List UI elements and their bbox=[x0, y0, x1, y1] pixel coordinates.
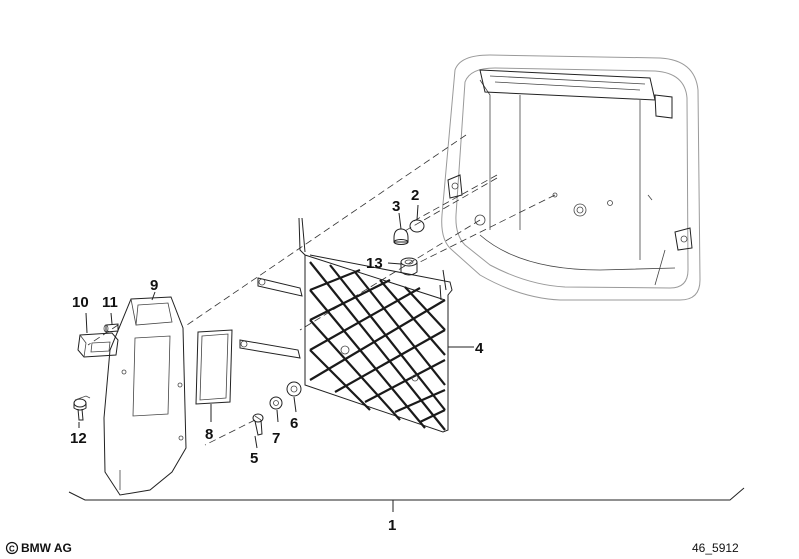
copyright-icon bbox=[5, 541, 19, 555]
callout-10: 10 bbox=[72, 294, 89, 311]
leader-lines bbox=[78, 204, 474, 449]
callout-9: 9 bbox=[150, 277, 158, 294]
callout-13: 13 bbox=[366, 255, 383, 272]
callout-5: 5 bbox=[250, 450, 258, 467]
part-13-bushing bbox=[400, 257, 418, 276]
topcase-shell bbox=[441, 54, 701, 301]
callout-3: 3 bbox=[392, 198, 400, 215]
callout-11: 11 bbox=[102, 294, 118, 311]
callout-6: 6 bbox=[290, 415, 298, 432]
net-mesh bbox=[309, 261, 446, 431]
callout-7: 7 bbox=[272, 430, 280, 447]
part-9-cover bbox=[103, 296, 187, 496]
svg-text:C: C bbox=[9, 545, 15, 554]
diagram-id: 46_5912 bbox=[692, 541, 739, 555]
part-12-bolt bbox=[73, 395, 91, 421]
luggage-net bbox=[239, 217, 453, 433]
copyright-text: BMW AG bbox=[21, 541, 72, 555]
part-10-latch bbox=[77, 332, 119, 358]
callout-1: 1 bbox=[388, 517, 396, 534]
copyright-mark: C BMW AG bbox=[5, 541, 72, 555]
part-5-screw bbox=[252, 413, 264, 436]
callout-4: 4 bbox=[475, 340, 484, 357]
assembly-bracket bbox=[68, 487, 745, 512]
part-11-pin bbox=[103, 323, 119, 333]
part-6-washer bbox=[286, 381, 302, 397]
callout-2: 2 bbox=[411, 187, 419, 204]
part-8-pad bbox=[195, 329, 233, 405]
part-3-cap bbox=[393, 228, 409, 245]
part-2-grommet bbox=[409, 219, 425, 233]
callout-12: 12 bbox=[70, 430, 87, 447]
part-7-washer bbox=[269, 396, 283, 410]
callout-8: 8 bbox=[205, 426, 213, 443]
assembly-lines bbox=[87, 134, 556, 446]
